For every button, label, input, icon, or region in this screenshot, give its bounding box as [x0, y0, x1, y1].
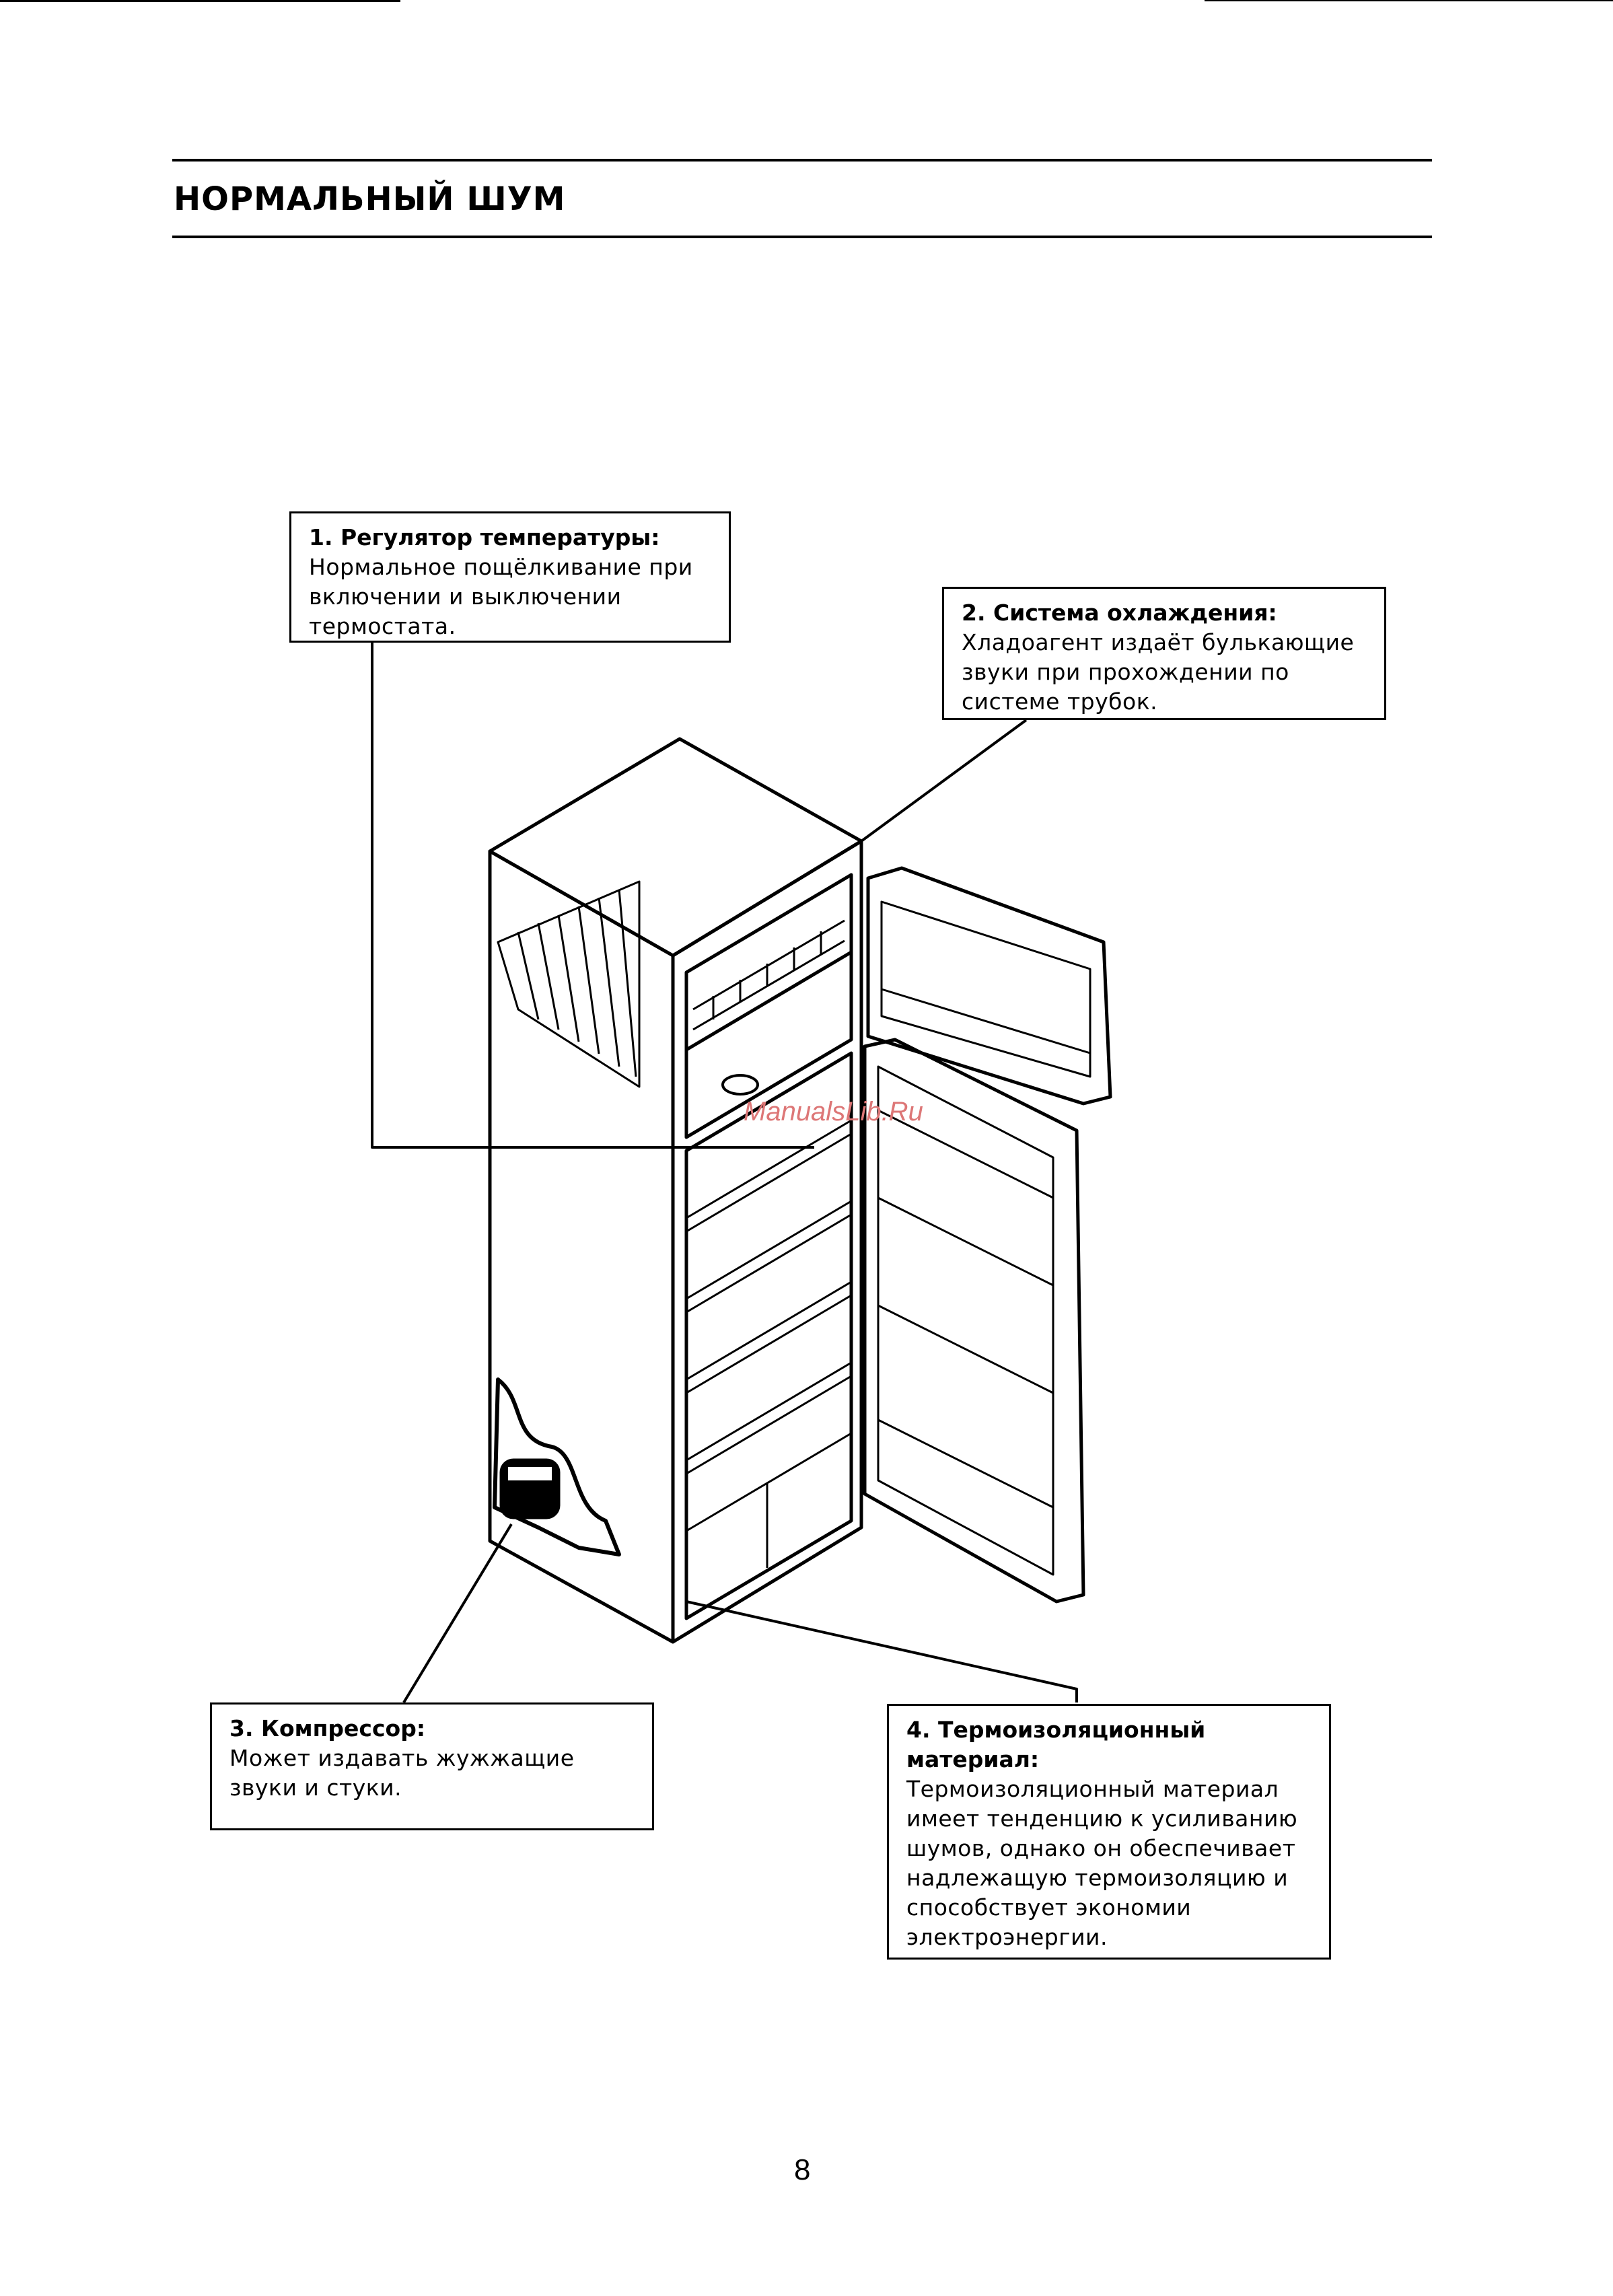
leader-lines	[371, 643, 1078, 1704]
thermostat-knob	[721, 1074, 759, 1096]
callout-insulation: 4. Термоизоляционный материал: Термоизол…	[887, 1704, 1331, 1960]
leader-line-1	[371, 643, 814, 1149]
callout-cooling-system: 2. Система охлаждения: Хладоагент издаёт…	[942, 587, 1386, 720]
callout-3-body: Может издавать жужжащие звуки и стуки.	[229, 1745, 575, 1801]
header-rule-bottom	[172, 236, 1432, 238]
callout-2-body: Хладоагент издаёт булькающие звуки при п…	[962, 629, 1355, 715]
callout-4-title: 4. Термоизоляционный материал:	[906, 1717, 1206, 1772]
fridge-door	[863, 1038, 1085, 1604]
freezer-opening	[684, 873, 853, 1139]
watermark: ManualsLib.Ru	[744, 1097, 923, 1126]
callout-1-body: Нормальное пощёлкивание при включении и …	[309, 554, 693, 639]
page-title: НОРМАЛЬНЫЙ ШУМ	[174, 180, 566, 218]
compressor	[499, 1458, 561, 1519]
callout-4-body: Термоизоляционный материал имеет тенденц…	[906, 1776, 1298, 1950]
freezer-shelf	[692, 919, 845, 1031]
callout-compressor: 3. Компрессор: Может издавать жужжащие з…	[210, 1702, 654, 1830]
callout-2-title: 2. Система охлаждения:	[962, 600, 1277, 626]
page-number: 8	[794, 2153, 811, 2186]
callout-temperature-regulator: 1. Регулятор температуры: Нормальное пощ…	[289, 511, 731, 643]
leader-line-2	[860, 719, 1028, 842]
callout-1-title: 1. Регулятор температуры:	[309, 524, 660, 550]
fridge-opening	[684, 1051, 853, 1620]
header-rule-top	[172, 159, 1432, 162]
freezer-door	[866, 866, 1112, 1106]
insulation-cutaway	[493, 1377, 621, 1556]
cabinet-top	[488, 737, 863, 958]
cabinet-front	[671, 839, 863, 1644]
cabinet	[488, 737, 863, 1644]
top-edge-line-right	[1205, 0, 1613, 1]
top-edge-line-left	[0, 0, 400, 2]
fridge-shelves	[686, 1119, 852, 1568]
callout-3-title: 3. Компрессор:	[229, 1715, 426, 1742]
leader-line-3	[402, 1523, 513, 1704]
condenser-coil	[497, 880, 641, 1088]
cabinet-side	[488, 849, 675, 1644]
leader-line-4	[686, 1600, 1078, 1702]
